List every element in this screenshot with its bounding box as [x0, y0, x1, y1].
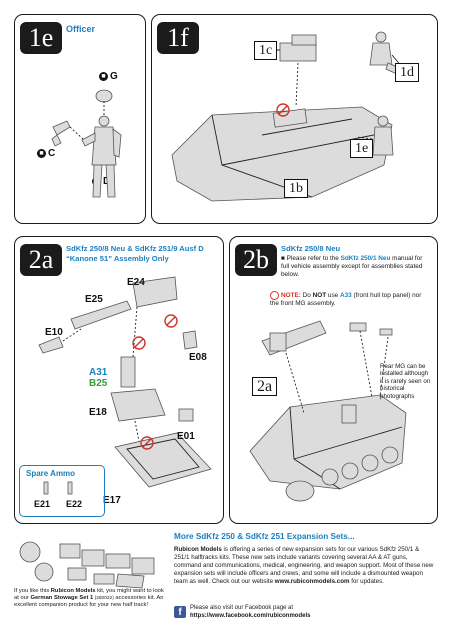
- callout-1c: 1c: [254, 41, 278, 60]
- stowage-set-illustration: [19, 541, 155, 589]
- part-label-e01: E01: [177, 431, 195, 442]
- sprue-marker-icon: ■: [99, 71, 108, 81]
- panel-1e: 1e Officer ■G ■C ■D: [14, 14, 146, 224]
- expansion-body: Rubicon Models is offering a series of n…: [174, 546, 434, 585]
- website-link[interactable]: www.rubiconmodels.com: [274, 578, 350, 585]
- panel-1e-title: Officer: [66, 24, 96, 34]
- facebook-line1: Please also visit our Facebook page at: [190, 605, 294, 611]
- part-label-e18: E18: [89, 407, 107, 418]
- part-label-g: ■G: [99, 71, 118, 82]
- panel-2a-title-line2: “Kanone 51” Assembly Only: [66, 254, 169, 263]
- panel-2a: 2a SdKfz 250/8 Neu & SdKfz 251/9 Ausf D …: [14, 236, 224, 524]
- part-label-e25: E25: [85, 294, 103, 305]
- facebook-icon[interactable]: f: [174, 606, 186, 618]
- callout-2a: 2a: [252, 377, 278, 396]
- rear-mg-note: Rear MG can be installed although it is …: [380, 363, 431, 400]
- kanone-51-assembly-illustration: [38, 276, 212, 488]
- note-text: NOTE: Do NOT use A33 (front hull top pan…: [270, 291, 422, 307]
- panel-2a-title-line1: SdKfz 250/8 Neu & SdKfz 251/9 Ausf D: [66, 244, 204, 253]
- assembly-reference-text: ■ Please refer to the SdKfz 250/1 Neu ma…: [281, 255, 423, 278]
- panel-1f: 1f 1c 1d 1e 1b: [151, 14, 438, 224]
- part-label-b25: B25: [89, 378, 108, 389]
- part-label-a31: A31: [89, 367, 108, 378]
- part-label-e17: E17: [103, 495, 121, 506]
- callout-1d: 1d: [395, 63, 419, 82]
- step-badge-1f: 1f: [157, 22, 199, 54]
- officer-figure-illustration: [51, 89, 122, 198]
- sprue-marker-icon: ■: [37, 148, 46, 158]
- part-label-e24: E24: [127, 277, 145, 288]
- part-label-e21: E21: [34, 499, 51, 509]
- step-badge-2b: 2b: [235, 244, 277, 276]
- sdkfz-250-8-assembly-illustration: [249, 320, 407, 502]
- spare-ammo-title: Spare Ammo: [26, 469, 76, 478]
- step-badge-1e: 1e: [20, 22, 62, 54]
- part-label-e22: E22: [66, 499, 83, 509]
- spare-ammo-box: Spare Ammo E21 E22: [19, 465, 105, 517]
- callout-1e: 1e: [350, 139, 374, 158]
- bullet-icon: ■: [281, 255, 287, 262]
- facebook-link[interactable]: https://www.facebook.com/rubiconmodels: [190, 613, 311, 619]
- expansion-heading: More SdKfz 250 & SdKfz 251 Expansion Set…: [174, 532, 355, 541]
- ammo-rounds-illustration: [43, 481, 73, 495]
- part-label-e10: E10: [45, 327, 63, 338]
- panel-2b: 2b SdKfz 250/8 Neu ■ Please refer to the…: [229, 236, 438, 524]
- stowage-set-promo: If you like this Rubicon Models kit, you…: [14, 588, 164, 609]
- callout-1b: 1b: [284, 179, 308, 198]
- halftrack-assembly-illustration: [171, 31, 403, 202]
- panel-2b-title: SdKfz 250/8 Neu: [281, 244, 341, 253]
- footer-section: If you like this Rubicon Models kit, you…: [14, 530, 436, 630]
- part-label-c: ■C: [37, 148, 55, 159]
- part-label-e08: E08: [189, 352, 207, 363]
- step-badge-2a: 2a: [20, 244, 62, 276]
